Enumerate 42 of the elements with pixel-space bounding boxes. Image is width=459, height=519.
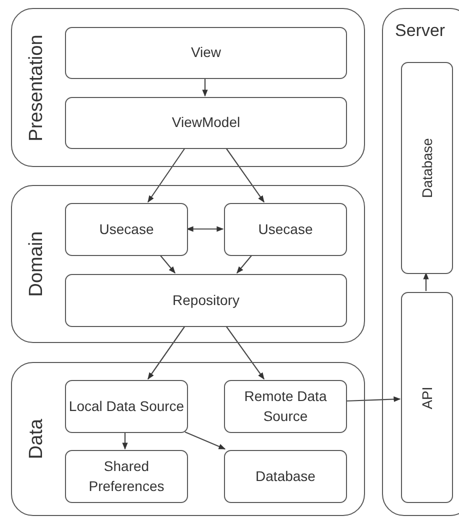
component-label: Repository [172, 290, 240, 310]
component-box [401, 62, 453, 274]
component-label: ViewModel [172, 113, 240, 132]
component-box [65, 97, 347, 149]
component-label: Database [256, 466, 316, 486]
component-label: API [419, 386, 435, 409]
arrow [186, 226, 224, 232]
component-label: Database [419, 138, 435, 198]
component-label: Local Data Source [68, 396, 184, 416]
arrow [226, 326, 264, 380]
component-box [224, 450, 347, 503]
layer-title: Presentation [26, 34, 48, 141]
component-box [65, 450, 188, 503]
layer-container [11, 185, 365, 343]
layer-container [11, 8, 365, 167]
component-box [65, 203, 188, 256]
layer-title: Domain [26, 231, 48, 297]
layer-title: Server [395, 21, 446, 41]
arrow [160, 254, 176, 274]
component-label: View [190, 43, 222, 62]
component-label: Usecase [99, 220, 154, 239]
layer-container [382, 8, 459, 516]
arrow [236, 254, 252, 274]
component-label: Remote Data Source [243, 386, 328, 426]
arrow [184, 432, 226, 450]
arrow [346, 396, 401, 402]
arrow [226, 148, 264, 203]
component-box [65, 27, 347, 79]
arrow [148, 148, 186, 203]
component-box [65, 380, 188, 433]
layer-title: Data [26, 418, 48, 460]
component-box [401, 292, 453, 503]
layer-container [11, 362, 365, 516]
arrow [122, 432, 128, 450]
arrow [202, 78, 208, 97]
component-box [65, 274, 347, 327]
component-label: Shared Preferences [88, 456, 166, 496]
arrow [148, 326, 186, 380]
component-box [224, 380, 347, 433]
component-box [224, 203, 347, 256]
component-label: Usecase [258, 220, 313, 239]
arrow [423, 272, 429, 291]
